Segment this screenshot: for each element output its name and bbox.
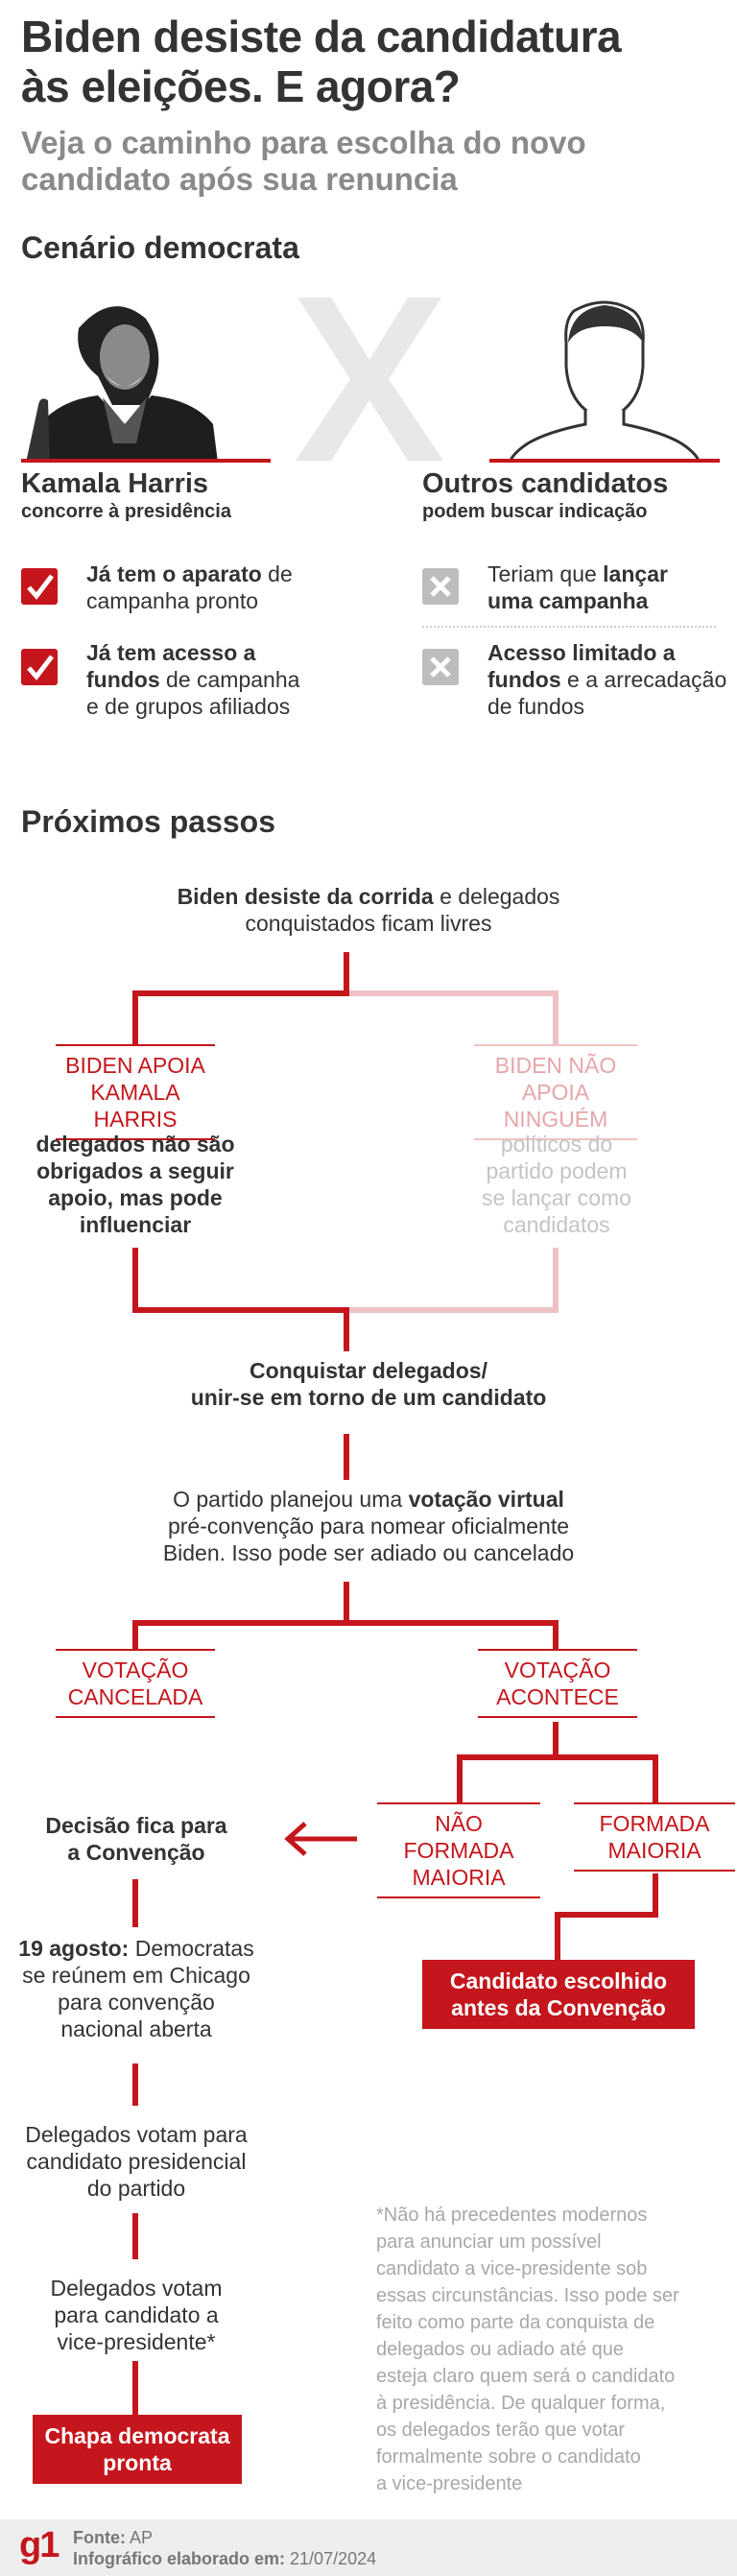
x-mark-icon <box>422 649 459 685</box>
branch-biden-supports-no-one: BIDEN NÃO APOIA NINGUÉM <box>474 1044 637 1140</box>
source: Fonte: AP <box>73 2528 154 2547</box>
vote-cancelled: VOTAÇÃO CANCELADA <box>56 1649 215 1718</box>
connector <box>457 1754 658 1760</box>
connector <box>344 1307 349 1351</box>
connector <box>132 1620 138 1651</box>
g1-logo: g1 <box>19 2525 59 2565</box>
date: Infográfico elaborado em: 21/07/2024 <box>73 2549 377 2568</box>
versus-x-icon <box>296 298 443 461</box>
step-start: Biden desiste da corrida e delegados con… <box>177 884 560 936</box>
page-title: Biden desiste da candidatura às eleições… <box>21 12 622 111</box>
connector <box>344 1582 349 1622</box>
connector <box>132 990 349 996</box>
others-item-2: Acesso limitado a fundos e a arrecadação… <box>487 640 727 719</box>
connector <box>349 1307 559 1313</box>
kamala-harris-photo <box>21 290 271 463</box>
others-desc: podem buscar indicação <box>422 501 648 522</box>
connector <box>555 1912 658 1918</box>
page-subtitle: Veja o caminho para escolha do novo cand… <box>21 125 586 197</box>
branch-b-text: políticos do partido podem se lançar com… <box>482 1132 631 1237</box>
branch-biden-supports-kamala: BIDEN APOIA KAMALA HARRIS <box>56 1044 215 1140</box>
majority-formed: FORMADA MAIORIA <box>574 1802 735 1872</box>
steps-heading: Próximos passos <box>21 804 275 839</box>
connector <box>653 1754 658 1804</box>
connector <box>553 990 559 1044</box>
connector <box>132 1879 138 1927</box>
others-name: Outros candidatos <box>422 468 669 499</box>
connector <box>553 1722 559 1756</box>
connector <box>553 1248 559 1313</box>
vp-vote: Delegados votam para candidato a vice-pr… <box>50 2276 223 2354</box>
connector <box>457 1754 463 1804</box>
footnote: *Não há precedentes modernos para anunci… <box>376 2205 679 2494</box>
ticket-ready-box: Chapa democrata pronta <box>33 2415 242 2484</box>
no-majority: NÃO FORMADA MAIORIA <box>377 1802 540 1898</box>
connector <box>132 2213 138 2259</box>
connector <box>132 1248 138 1313</box>
connector <box>132 990 138 1044</box>
kamala-name: Kamala Harris <box>21 468 209 499</box>
generic-candidate-icon <box>489 300 720 463</box>
scenario-heading: Cenário democrata <box>21 230 299 265</box>
august-convention: 19 agosto: Democratas se reúnem em Chica… <box>18 1936 254 2041</box>
arrow-left-icon <box>284 1822 357 1856</box>
check-icon <box>21 649 58 685</box>
branch-a-text: delegados não são obrigados a seguir apo… <box>36 1132 235 1237</box>
candidate-chosen-box: Candidato escolhido antes da Convenção <box>422 1960 695 2029</box>
connector <box>132 1620 559 1626</box>
presidential-vote: Delegados votam para candidato presidenc… <box>25 2122 248 2201</box>
connector <box>349 990 559 996</box>
step-win-delegates: Conquistar delegados/ unir-se em torno d… <box>190 1358 547 1410</box>
check-icon <box>21 568 58 605</box>
kamala-desc: concorre à presidência <box>21 501 231 522</box>
connector <box>555 1912 560 1960</box>
connector <box>344 1434 349 1480</box>
connector <box>132 1307 349 1313</box>
connector <box>132 2361 138 2417</box>
vote-happens: VOTAÇÃO ACONTECE <box>478 1649 637 1718</box>
divider <box>422 626 716 628</box>
footer: g1 Fonte: AP Infográfico elaborado em: 2… <box>0 2519 737 2576</box>
decision-convention: Decisão fica para a Convenção <box>45 1813 227 1865</box>
connector <box>653 1873 658 1916</box>
x-mark-icon <box>422 568 459 605</box>
others-item-1: Teriam que lançar uma campanha <box>487 561 668 613</box>
connector <box>132 2063 138 2106</box>
step-virtual-vote: O partido planejou uma votação virtual p… <box>162 1487 575 1565</box>
kamala-item-2: Já tem acesso a fundos de campanha e de … <box>86 640 300 719</box>
connector <box>344 952 349 990</box>
kamala-item-1: Já tem o aparato de campanha pronto <box>86 561 293 613</box>
connector <box>553 1620 559 1651</box>
